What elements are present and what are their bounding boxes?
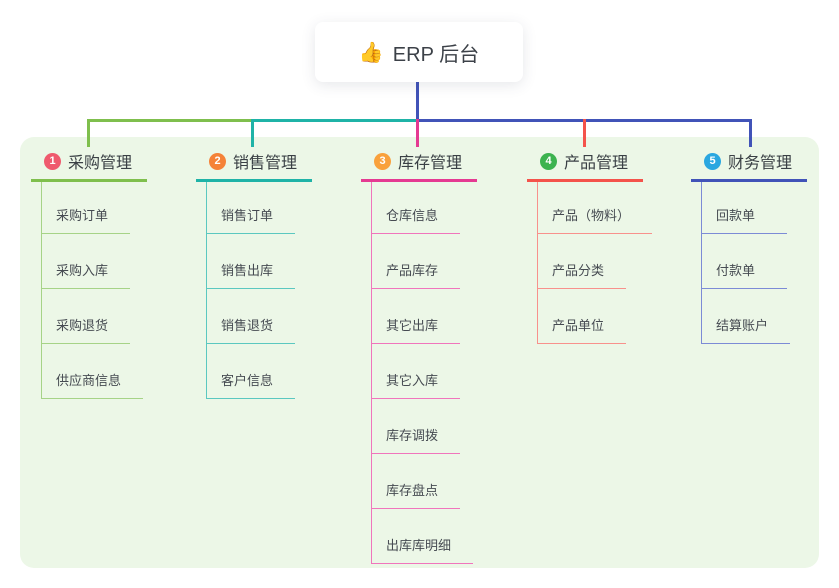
branch-header-node[interactable]: 2 销售管理: [196, 146, 312, 182]
thumbs-up-icon: 👍: [358, 41, 384, 64]
branch-column-1: 1 采购管理 采购订单采购入库采购退货供应商信息: [31, 146, 147, 399]
mindmap-sub-node[interactable]: 采购退货: [42, 289, 131, 344]
sub-node-label: 出库库明细: [386, 538, 452, 553]
sub-node-label: 销售退货: [221, 318, 274, 333]
branch-number-badge: 2: [209, 152, 226, 170]
sub-node-label: 库存盘点: [386, 483, 439, 498]
sub-node-label: 采购退货: [56, 318, 109, 333]
branch-number-badge: 4: [540, 152, 557, 170]
mindmap-sub-node[interactable]: 销售退货: [207, 289, 296, 344]
mindmap-panel: [20, 137, 819, 568]
mindmap-sub-node[interactable]: 结算账户: [702, 289, 791, 344]
mindmap-sub-node[interactable]: 产品（物料）: [538, 182, 653, 234]
sub-node-label: 回款单: [716, 208, 756, 223]
branch-column-3: 3 库存管理 仓库信息产品库存其它出库其它入库库存调拨库存盘点出库库明细: [361, 146, 477, 564]
branch-column-5: 5 财务管理 回款单付款单结算账户: [691, 146, 807, 344]
mindmap-sub-node[interactable]: 付款单: [702, 234, 787, 289]
mindmap-sub-node[interactable]: 产品库存: [372, 234, 461, 289]
mindmap-sub-node[interactable]: 销售订单: [207, 182, 296, 234]
sub-node-label: 结算账户: [716, 318, 769, 333]
branch-header-node[interactable]: 3 库存管理: [361, 146, 477, 182]
branch-drop-line-1: [87, 119, 90, 147]
mindmap-sub-node[interactable]: 采购订单: [42, 182, 131, 234]
branch-items-group: 仓库信息产品库存其它出库其它入库库存调拨库存盘点出库库明细: [371, 182, 477, 564]
mindmap-sub-node[interactable]: 其它出库: [372, 289, 461, 344]
root-connector-line: [416, 82, 419, 119]
branch-drop-line-4: [583, 119, 586, 147]
branch-items-group: 产品（物料） 产品分类产品单位: [537, 182, 653, 344]
sub-node-label: 产品（物料）: [552, 208, 631, 223]
sub-node-label: 其它出库: [386, 318, 439, 333]
root-node[interactable]: 👍 ERP 后台: [315, 22, 523, 82]
mindmap-sub-node[interactable]: 库存调拨: [372, 399, 461, 454]
mindmap-sub-node[interactable]: 回款单: [702, 182, 787, 234]
mindmap-sub-node[interactable]: 客户信息: [207, 344, 296, 399]
mindmap-sub-node[interactable]: 产品分类: [538, 234, 627, 289]
branch-drop-line-2: [251, 119, 254, 147]
branch-drop-line-3: [416, 119, 419, 147]
branch-title: 采购管理: [68, 155, 133, 172]
branch-title: 销售管理: [233, 155, 298, 172]
branch-header-node[interactable]: 5 财务管理: [691, 146, 807, 182]
sub-node-label: 客户信息: [221, 373, 274, 388]
mindmap-sub-node[interactable]: 出库库明细: [372, 509, 474, 564]
sub-node-label: 销售出库: [221, 263, 274, 278]
sub-node-label: 其它入库: [386, 373, 439, 388]
branch-column-2: 2 销售管理 销售订单销售出库销售退货客户信息: [196, 146, 312, 399]
branch-column-4: 4 产品管理 产品（物料） 产品分类产品单位: [527, 146, 653, 344]
sub-node-label: 产品库存: [386, 263, 439, 278]
branch-title: 财务管理: [728, 155, 793, 172]
bus-line-segment-teal: [252, 119, 417, 122]
sub-node-label: 销售订单: [221, 208, 274, 223]
branch-title: 产品管理: [564, 155, 629, 172]
root-node-label: ERP 后台: [392, 43, 480, 66]
mindmap-sub-node[interactable]: 销售出库: [207, 234, 296, 289]
mindmap-sub-node[interactable]: 其它入库: [372, 344, 461, 399]
mindmap-sub-node[interactable]: 产品单位: [538, 289, 627, 344]
branch-title: 库存管理: [398, 155, 463, 172]
sub-node-label: 供应商信息: [56, 373, 122, 388]
sub-node-label: 仓库信息: [386, 208, 439, 223]
branch-items-group: 回款单付款单结算账户: [701, 182, 807, 344]
branch-drop-line-5: [749, 119, 752, 147]
branch-items-group: 采购订单采购入库采购退货供应商信息: [41, 182, 147, 399]
sub-node-label: 采购入库: [56, 263, 109, 278]
bus-line-segment-green: [87, 119, 253, 122]
mindmap-sub-node[interactable]: 采购入库: [42, 234, 131, 289]
mindmap-sub-node[interactable]: 库存盘点: [372, 454, 461, 509]
sub-node-label: 库存调拨: [386, 428, 439, 443]
sub-node-label: 付款单: [716, 263, 756, 278]
sub-node-label: 产品分类: [552, 263, 605, 278]
branch-number-badge: 1: [44, 152, 61, 170]
mindmap-sub-node[interactable]: 仓库信息: [372, 182, 461, 234]
branch-header-node[interactable]: 4 产品管理: [527, 146, 643, 182]
mindmap-sub-node[interactable]: 供应商信息: [42, 344, 144, 399]
branch-header-node[interactable]: 1 采购管理: [31, 146, 147, 182]
sub-node-label: 产品单位: [552, 318, 605, 333]
branch-items-group: 销售订单销售出库销售退货客户信息: [206, 182, 312, 399]
branch-number-badge: 3: [374, 152, 391, 170]
sub-node-label: 采购订单: [56, 208, 109, 223]
branch-number-badge: 5: [704, 152, 721, 170]
